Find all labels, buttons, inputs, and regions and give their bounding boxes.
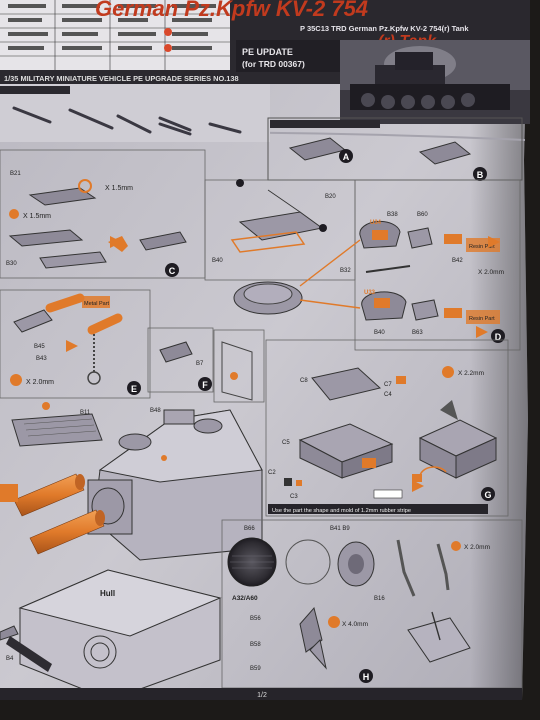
step-badge bbox=[127, 381, 141, 395]
page-number: 1/2 bbox=[257, 692, 267, 699]
step-badge bbox=[165, 263, 179, 277]
part-number: C4 bbox=[384, 392, 392, 398]
parts-table-marker bbox=[164, 44, 172, 52]
part-number: B59 bbox=[250, 666, 261, 672]
step-letter: G bbox=[484, 490, 491, 500]
pe-update-for: (for TRD 00367) bbox=[242, 59, 305, 69]
title-background bbox=[230, 0, 530, 40]
part-number: B16 bbox=[374, 596, 385, 602]
metal-part-label: Metal Part bbox=[84, 301, 110, 307]
part-number: B66 bbox=[244, 526, 255, 532]
part-number: B11 bbox=[80, 410, 91, 416]
step-letter: F bbox=[202, 380, 208, 390]
part-number: B40 bbox=[374, 330, 385, 336]
parts-table-entries bbox=[8, 4, 216, 50]
size-callout: X 1.5mm bbox=[23, 213, 51, 220]
part-number: B42 bbox=[452, 258, 463, 264]
step-g-panel: X 2.2mm C5 C2 C3 C8 C7 C4 G Use the part… bbox=[265, 339, 509, 517]
part-number: B32 bbox=[340, 268, 351, 274]
step-a-panel: A B bbox=[267, 117, 523, 181]
step-badge bbox=[473, 167, 487, 181]
subtitle: P 35C13 TRD German Pz.Kpfw KV-2 754(r) T… bbox=[300, 24, 469, 33]
part-number: B48 bbox=[150, 408, 161, 414]
part-number: C2 bbox=[268, 470, 276, 476]
gun-barrels bbox=[0, 473, 105, 555]
part-number: C5 bbox=[282, 440, 290, 446]
footer-band bbox=[0, 688, 522, 700]
size-callout: X 2.2mm bbox=[458, 370, 484, 377]
part-tag: U34 bbox=[370, 220, 382, 226]
hull-drawing: Hull B4 bbox=[0, 569, 222, 701]
size-callout: X 1.5mm bbox=[105, 185, 133, 192]
part-number: B43 bbox=[36, 356, 47, 362]
turret-plate bbox=[233, 239, 361, 315]
step-d-panel: U34 Resin Part X 2.0mm U33 Resin Part B3… bbox=[340, 179, 521, 351]
step-badge bbox=[198, 377, 212, 391]
assembly-arrows bbox=[66, 236, 500, 492]
part-number: C8 bbox=[300, 378, 308, 384]
step-letter: C bbox=[169, 266, 176, 276]
part-number: B21 bbox=[10, 171, 21, 177]
part-number: C3 bbox=[290, 494, 298, 500]
resin-part-label: Resin Part bbox=[469, 316, 495, 322]
step-badge bbox=[359, 669, 373, 683]
left-upper-panel: X 1.5mm X 1.5mm B21 B30 bbox=[0, 149, 206, 279]
part-number: B7 bbox=[196, 361, 204, 367]
size-callout: X 2.0mm bbox=[26, 379, 54, 386]
part-number: B38 bbox=[387, 212, 398, 218]
part-number: B60 bbox=[417, 212, 428, 218]
series-band bbox=[0, 72, 340, 84]
series-line: 1/35 MILITARY MINIATURE VEHICLE PE UPGRA… bbox=[4, 74, 239, 83]
turret-body bbox=[87, 409, 263, 561]
table-surface bbox=[0, 700, 540, 720]
part-number: B41 B9 bbox=[330, 526, 350, 532]
part-number: B63 bbox=[412, 330, 423, 336]
box-art bbox=[340, 40, 530, 124]
step-f-panel: B7 F bbox=[147, 327, 214, 393]
parts-table-grid bbox=[0, 0, 230, 70]
step-c-panel: B20 B40 C bbox=[165, 179, 356, 281]
size-callout: X 4.0mm bbox=[342, 621, 368, 628]
step-letter: H bbox=[363, 672, 370, 682]
resin-part-label: Resin Part bbox=[469, 244, 495, 250]
hull-label: Hull bbox=[100, 589, 115, 598]
size-callout: X 2.0mm bbox=[478, 269, 504, 276]
step-badge bbox=[491, 329, 505, 343]
part-number: B45 bbox=[34, 344, 45, 350]
part-number: B4 bbox=[6, 656, 14, 662]
hatch-detail bbox=[213, 329, 265, 403]
part-number: B40 bbox=[212, 258, 223, 264]
step-letter: D bbox=[495, 332, 502, 342]
part-tag: U33 bbox=[364, 290, 376, 296]
part-number: B58 bbox=[250, 642, 261, 648]
part-number: B30 bbox=[6, 261, 17, 267]
title-text: German Pz.Kpfw KV-2 754 bbox=[95, 0, 368, 21]
part-number: B20 bbox=[325, 194, 336, 200]
step-badge bbox=[339, 149, 353, 163]
step-badge bbox=[481, 487, 495, 501]
step-letter: A bbox=[343, 152, 350, 162]
parts-table-marker bbox=[164, 28, 172, 36]
part-number: B56 bbox=[250, 616, 261, 622]
part-tag: A32/A60 bbox=[232, 595, 258, 602]
step-letter: B bbox=[477, 170, 484, 180]
part-number: C7 bbox=[384, 382, 392, 388]
engine-grill-part: B11 B48 bbox=[11, 402, 161, 447]
shape-note: Use the part the shape and mold of 1.2mm… bbox=[272, 508, 411, 514]
pe-update-box bbox=[236, 40, 340, 72]
step-e-panel: Metal Part X 2.0mm B45 B43 E bbox=[0, 289, 151, 399]
step-letter: E bbox=[131, 384, 137, 394]
tool-strip bbox=[0, 84, 270, 142]
pe-update-label: PE UPDATE bbox=[242, 47, 293, 57]
size-callout: X 2.0mm bbox=[464, 544, 490, 551]
